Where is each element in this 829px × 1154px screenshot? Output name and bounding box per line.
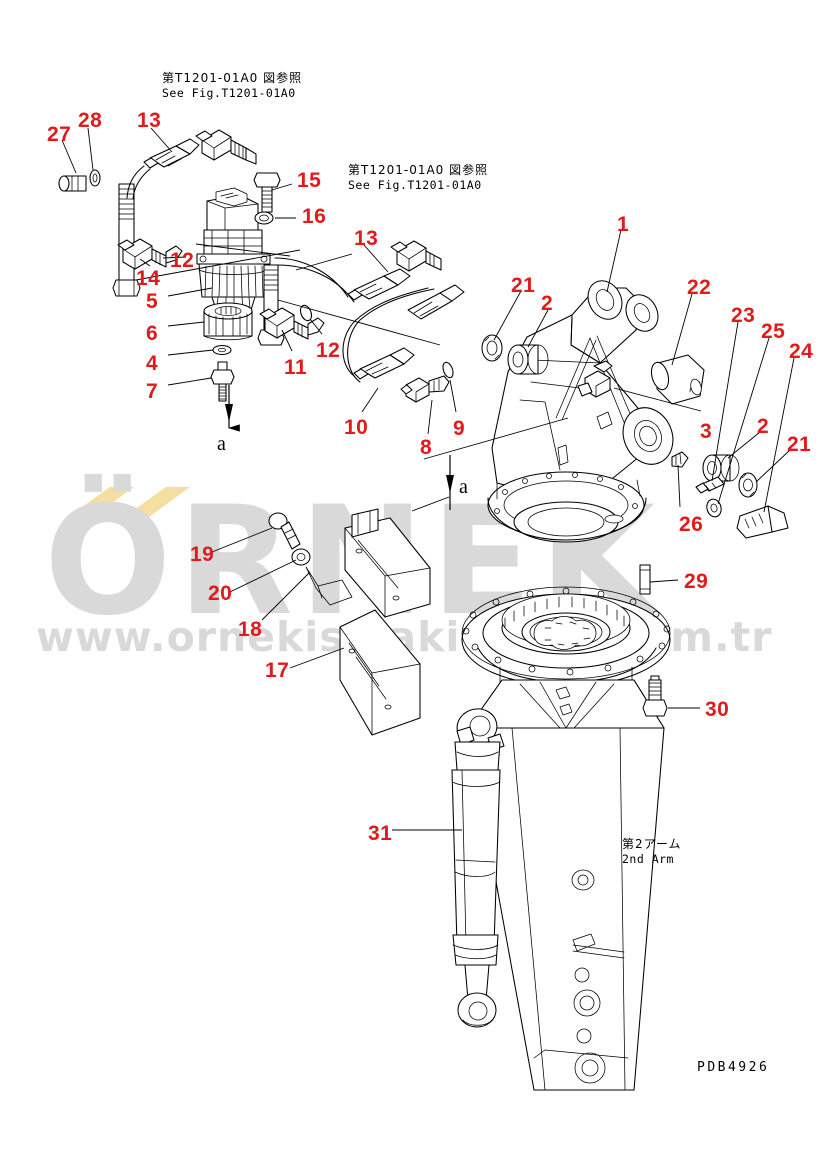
callout-number-1: 1 xyxy=(617,213,630,236)
swing-motor-assembly xyxy=(196,187,271,321)
callout-number-26: 26 xyxy=(679,513,704,536)
callout-number-4: 4 xyxy=(146,352,159,375)
leader-lines xyxy=(61,127,795,831)
callout-number-24: 24 xyxy=(789,340,814,363)
callout-number-3: 3 xyxy=(700,420,713,443)
reference-note-top-left: 第T1201-01A0 図参照 See Fig.T1201-01A0 xyxy=(162,70,302,102)
part-19-bolt xyxy=(268,512,301,550)
callout-number-28: 28 xyxy=(78,109,103,132)
part-6-collar xyxy=(203,302,253,341)
callout-number-18: 18 xyxy=(238,618,263,641)
reference-note-english: See Fig.T1201-01A0 xyxy=(348,178,482,193)
part-9-oring xyxy=(442,361,454,379)
callout-number-6: 6 xyxy=(146,322,159,345)
callout-number-7: 7 xyxy=(146,380,159,403)
callout-number-8: 8 xyxy=(420,436,433,459)
part-4-washer xyxy=(212,344,232,356)
part-29-pin xyxy=(639,564,651,595)
callout-number-15: 15 xyxy=(297,169,322,192)
part-17-guard xyxy=(339,508,431,736)
part-8-elbow xyxy=(400,375,450,403)
mid-elbow-fitting xyxy=(390,240,442,272)
callout-number-22: 22 xyxy=(687,276,712,299)
part-21-shim-right xyxy=(738,472,758,498)
callout-number-12: 12 xyxy=(170,249,195,272)
callout-number-27: 27 xyxy=(47,123,72,146)
part-13-hose-left xyxy=(126,138,200,200)
callout-number-10: 10 xyxy=(344,416,369,439)
callout-number-13: 13 xyxy=(354,227,379,250)
part-26-pin xyxy=(671,451,689,468)
part-27-plug xyxy=(58,175,87,192)
section-marker-a-left: a xyxy=(217,433,226,455)
part-21-shim-left xyxy=(481,334,503,362)
part-13-hose-right xyxy=(274,257,411,303)
callout-number-21: 21 xyxy=(787,433,812,456)
top-elbow-fitting xyxy=(195,129,257,165)
callout-number-23: 23 xyxy=(731,304,756,327)
drawing-code: PDB4926 xyxy=(697,1060,770,1075)
callout-number-13: 13 xyxy=(137,109,162,132)
callout-number-19: 19 xyxy=(190,543,215,566)
slewing-ring-bearing xyxy=(461,586,671,701)
callout-number-17: 17 xyxy=(265,659,290,682)
part-11-elbow xyxy=(259,307,325,340)
second-arm xyxy=(467,679,665,1091)
callout-number-14: 14 xyxy=(136,267,161,290)
part-14-elbow xyxy=(117,238,183,270)
reference-note-english: See Fig.T1201-01A0 xyxy=(162,86,296,101)
callout-number-25: 25 xyxy=(761,320,786,343)
part-label-english: 2nd Arm xyxy=(622,852,674,867)
callout-number-12: 12 xyxy=(316,339,341,362)
callout-number-5: 5 xyxy=(146,290,159,313)
part-24-bolt xyxy=(736,505,789,539)
part-12-oring-mid xyxy=(299,304,313,322)
callout-number-9: 9 xyxy=(453,417,466,440)
part-1-boom-frame xyxy=(487,280,674,543)
reference-note-middle: 第T1201-01A0 図参照 See Fig.T1201-01A0 xyxy=(348,162,488,194)
callout-number-2: 2 xyxy=(757,415,770,438)
reference-note-japanese: 第T1201-01A0 図参照 xyxy=(348,163,489,177)
part-30-bolt xyxy=(642,675,668,717)
callout-number-29: 29 xyxy=(684,570,709,593)
callout-number-30: 30 xyxy=(705,698,730,721)
callout-number-2: 2 xyxy=(541,292,554,315)
callout-number-31: 31 xyxy=(368,822,393,845)
part-25-washer xyxy=(706,498,722,518)
callout-number-20: 20 xyxy=(208,582,233,605)
part-15-bolt xyxy=(253,172,281,213)
part-10-hose-assembly xyxy=(342,284,465,383)
callout-number-21: 21 xyxy=(511,274,536,297)
callout-number-16: 16 xyxy=(302,205,327,228)
part-20-washer xyxy=(291,548,311,566)
part-2-bushing-left xyxy=(507,344,549,375)
callout-number-11: 11 xyxy=(284,356,308,379)
part-22-pin xyxy=(650,354,705,405)
part-2-bushing-right xyxy=(702,454,740,482)
section-marker-a-right: a xyxy=(459,476,468,498)
reference-note-japanese: 第T1201-01A0 図参照 xyxy=(162,71,303,85)
part-18-bracket xyxy=(305,566,353,606)
part-28-seal xyxy=(89,169,101,187)
part-31-cylinder xyxy=(451,708,505,1028)
part-3-grease-fitting xyxy=(577,360,613,398)
part-label-second-arm: 第2アーム 2nd Arm xyxy=(622,836,682,868)
part-16-oring xyxy=(254,211,274,225)
part-7-bolt xyxy=(210,361,235,402)
part-label-japanese: 第2アーム xyxy=(622,837,682,851)
